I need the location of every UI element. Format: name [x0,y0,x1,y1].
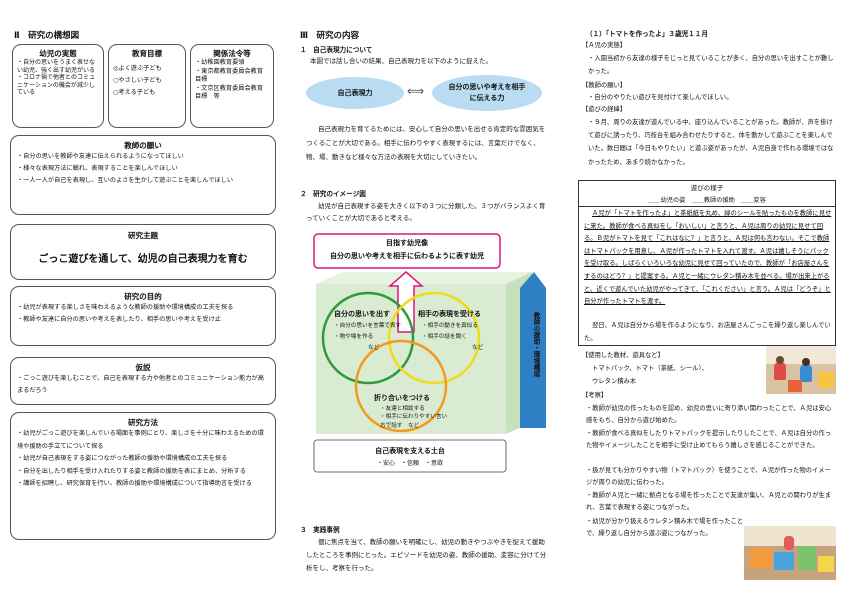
h-kosatsu: 【考察】 [582,392,608,399]
cube-front [316,284,506,434]
s1-intro: 本園では話し合いの結果、自己表現力を以下のように捉えた。 [310,57,492,65]
col1-heading: Ⅱ 研究の構想図 [14,31,80,41]
jittai-item: ・自分の思いをうまく表せない幼児、強く出す幼児がいる [17,59,96,74]
c2-item: ・相手の話を聞く [422,334,467,340]
base-box [313,439,507,473]
base-title: 自己表現を支える土台 [375,447,445,455]
hoshin-title: 関係法令等 [213,49,251,58]
mokuteki-title: 研究の目的 [124,292,162,301]
kosatsu-item: ・扱が見ても分かりやすい物（トマトパック）を使うことで、Ａ児が作った物のイメージ… [586,467,831,487]
kasetsu-item: ・ごっこ遊びを楽しむことで、自己を表現する力や他者とのコミュニケーション能力が高… [17,375,264,394]
ellipse-left: 自己表現力 [306,77,404,109]
kyozai-item: トマトパック、トマト（茶紙、シール）、 [592,365,708,372]
circle-compromise [354,339,448,433]
c1-item: など [368,345,380,351]
jittai-item: ・コロナ禍で他者とのコミュニケーションの機会が減少している [17,74,95,97]
ellipse-right: 自分の思いや考えを相手に伝える力 [432,75,542,111]
negai-title: 教師の願い [124,141,162,150]
jittai-title: 幼児の実態 [39,49,77,58]
negai-item: ・一人一人が自己を表現し、互いのよさを生かして遊ぶことを楽しんでほしい [17,177,234,184]
hoshin-box: 関係法令等 ・幼稚園教育要領 ・東京都教育委員会教育目標 ・文京区教育委員会教育… [190,44,274,128]
ellipse-right-label: 自分の思いや考えを相手に伝える力 [448,83,526,102]
ellipse-left-label: 自己表現力 [337,89,373,97]
c2-item: など [472,345,484,351]
c2-item: ・相手の動きを真似る [422,323,478,329]
c3-title: 折り合いをつける [374,394,430,402]
keii-text: ・９月、周りの友達が遊んでいる中、座り込んでいることがあった。教師が、声を掛けて… [588,119,834,166]
cube-top [316,272,532,284]
h-kyozai: 【使用した教材、遊具など】 [582,352,664,359]
negai-item: ・自分の思いを教師や友達に伝えられるようになってほしい [17,153,184,160]
shudai-main: ごっこ遊びを通して、幼児の自己表現力を育む [38,254,248,265]
hoho-title: 研究方法 [128,418,158,427]
episode-rule [578,206,836,207]
h-keii: 【遊びの経緯】 [582,106,627,113]
image-diagram [313,233,546,473]
episode-box [578,180,836,346]
jittai-box: 幼児の実態 ・自分の思いをうまく表せない幼児、強く出す幼児がいる ・コロナ禍で他… [12,44,104,128]
shudai-box: 研究主題 ごっこ遊びを通して、幼児の自己表現力を育む [10,224,276,280]
kyozai-item: ウレタン積み木 [592,378,637,385]
kosatsu-item: ・幼児が分かり扱えるウレタン積み木で場を作ったことで、繰り返し自分から遊ぶ姿につ… [586,518,744,538]
side-text: 教師の援助・環境構成 [532,312,540,377]
kasetsu-title: 仮説 [135,363,151,372]
hoho-item: ・講師を招聘し、研究保育を行い、教師の援助や環境構成について指導助言を受ける [17,480,252,487]
goal-text: 自分の思いや考えを相手に伝わるように表す幼児 [330,252,484,260]
case-title: （１）「トマトを作ったよ」３歳児１１月 [586,30,708,38]
mokuteki-box: 研究の目的 ・幼児が表現する楽しさを味わえるような教師の援助や環境構成の工夫を探… [10,286,276,346]
hoho-item: ・幼児が自己表現をする姿につながった教師の援助や環境構成の工夫を探る [17,455,228,462]
s1-para: 自己表現力を育てるためには、安心して自分の思いを出せる肯定的な雰囲気をつくること… [306,125,546,161]
equals-arrow: ⟺ [407,84,425,98]
negai-item: ・様々な表現方法に触れ、表現することを楽しんでほしい [17,165,178,172]
c1-item: ・自分の思いを言葉で表す [334,323,402,329]
jittai-text: ・入園当初から友達の様子をじっと見ていることが多く、自分の思いを出すことが難しか… [588,55,834,75]
negai-text: ・自分のやりたい遊びを見付けて楽しんでほしい。 [588,94,733,101]
s2-title: ２ 研究のイメージ図 [300,190,366,198]
goal-title: 目指す幼児像 [386,239,428,247]
base-items: ・安心 ・信頼 ・意欲 [376,460,443,467]
mokuhyo-box: 教育目標 ◎よく遊ぶ子ども ○やさしい子ども ○考える子ども [108,44,186,128]
c3-item: ・相手に伝わりやすい言い方で話す など [380,414,448,429]
hoho-box: 研究方法 ・幼児がごっこ遊びを楽しんでいる場面を事例にとり、楽しさを十分に味わえ… [10,412,276,540]
negai-box: 教師の願い ・自分の思いを教師や友達に伝えられるようになってほしい ・様々な表現… [10,135,276,215]
s3-title: ３ 実践事例 [300,526,340,534]
mokuteki-item: ・幼児が表現する楽しさを味わえるような教師の援助や環境構成の工夫を探る [17,304,234,311]
hoshin-item: ・文京区教育委員会教育目標 等 [195,84,264,101]
mokuhyo-title: 教育目標 [132,49,162,58]
mokuteki-item: ・教師や友達に自分の思いや考えを表したり、相手の思いや考えを受け止 [17,316,221,323]
hoho-item: ・自分を出したり相手を受け入れたりする姿と教師の援助を表にまとめ、分析する [17,467,246,475]
episode-after: 翌日、Ａ児は自分から場を作るようになり、お店屋さんごっこを繰り返し楽しんでいた。 [584,322,831,342]
kosatsu-item: ・教師がＡ児と一緒に拠点となる場を作ったことで友達が集い、Ａ児との関わりが生まれ… [586,492,832,512]
col2-heading: Ⅲ 研究の内容 [300,31,360,41]
h-negai: 【教師の願い】 [582,82,627,89]
c1-title: 自分の思いを出す [334,310,390,318]
photo-shop [766,346,836,394]
mokuhyo-item: ○考える子ども [113,89,156,96]
s1-title: １ 自己表現力について [300,46,373,54]
hoho-item: ・幼児がごっこ遊びを楽しんでいる場面を事例にとり、楽しさを十分に味わえるための環… [17,430,264,450]
photo-blocks [744,526,836,580]
episode-title: 遊びの様子 [690,184,724,192]
kosatsu-item: ・教師が幼児の作ったものを認め、幼児の思いに寄り添い関わったことで、Ａ児は安心感… [586,405,832,425]
s2-intro: 幼児が自己表現する姿を大きく以下の３つに分類した。３つがバランスよく育っていくこ… [306,202,546,222]
episode-body: Ａ児が「トマトを作ったよ」と茶紙紙を丸め、緑のシールを貼ったものを教師に見せに来… [584,210,832,306]
hoshin-item: ・東京都教育委員会教育目標 [195,67,264,84]
kasetsu-box: 仮説 ・ごっこ遊びを楽しむことで、自己を表現する力や他者とのコミュニケーション能… [10,357,276,405]
circle-self [321,291,415,385]
c1-item: ・物や場を作る [334,334,374,340]
shudai-title: 研究主題 [128,231,158,240]
c2-title: 相手の表現を受ける [418,310,481,318]
c3-item: ・友達と相談する [380,406,425,412]
s3-para: 個に焦点を当て、教師の願いを明確にし、幼児の動きやつぶやきを捉えて援助したところ… [306,538,547,572]
mokuhyo-item: ○やさしい子ども [113,77,162,84]
circle-other [387,291,481,385]
episode-legend: ＿＿幼児の姿 ＿＿教師の援助 ＿＿変容 [648,197,766,204]
kosatsu-item: ・教師が食べる真似をしたりトマトパックを提示したりしたことで、Ａ児は自分の作った… [586,430,832,450]
side-arrow [520,272,546,428]
h-jittai: 【Ａ児の実態】 [582,42,627,49]
goal-box [313,233,501,269]
hoshin-item: ・幼稚園教育要領 [195,59,245,66]
mokuhyo-item: ◎よく遊ぶ子ども [113,65,162,72]
